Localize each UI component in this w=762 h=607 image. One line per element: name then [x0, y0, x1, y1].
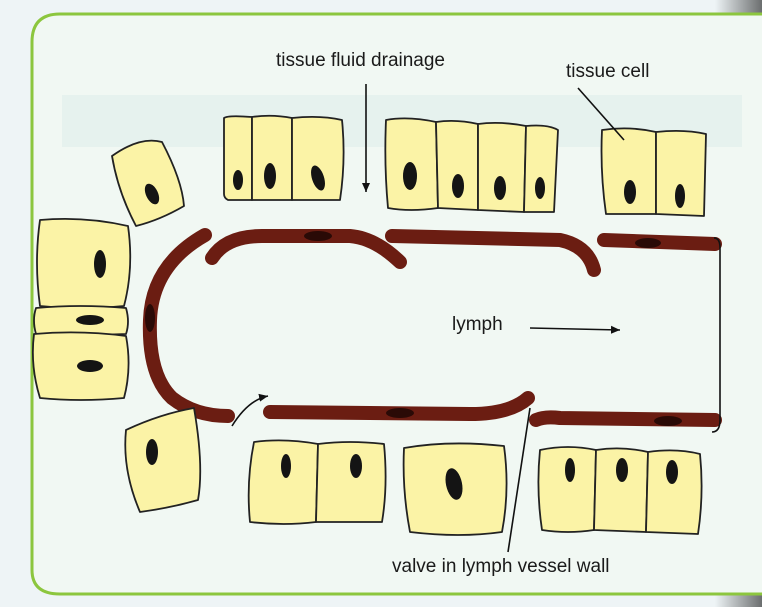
- tissue-cell: [37, 219, 130, 308]
- tissue-cell: [316, 442, 386, 522]
- label-tissue-cell: tissue cell: [566, 61, 649, 83]
- label-tissue-fluid-drainage: tissue fluid drainage: [276, 50, 445, 72]
- tissue-cell: [249, 440, 318, 524]
- label-lymph: lymph: [452, 314, 503, 336]
- label-valve: valve in lymph vessel wall: [392, 556, 610, 578]
- tissue-cell: [524, 126, 558, 213]
- tissue-cell: [538, 447, 596, 532]
- vessel-wall-bottom-segment-2: [536, 417, 715, 420]
